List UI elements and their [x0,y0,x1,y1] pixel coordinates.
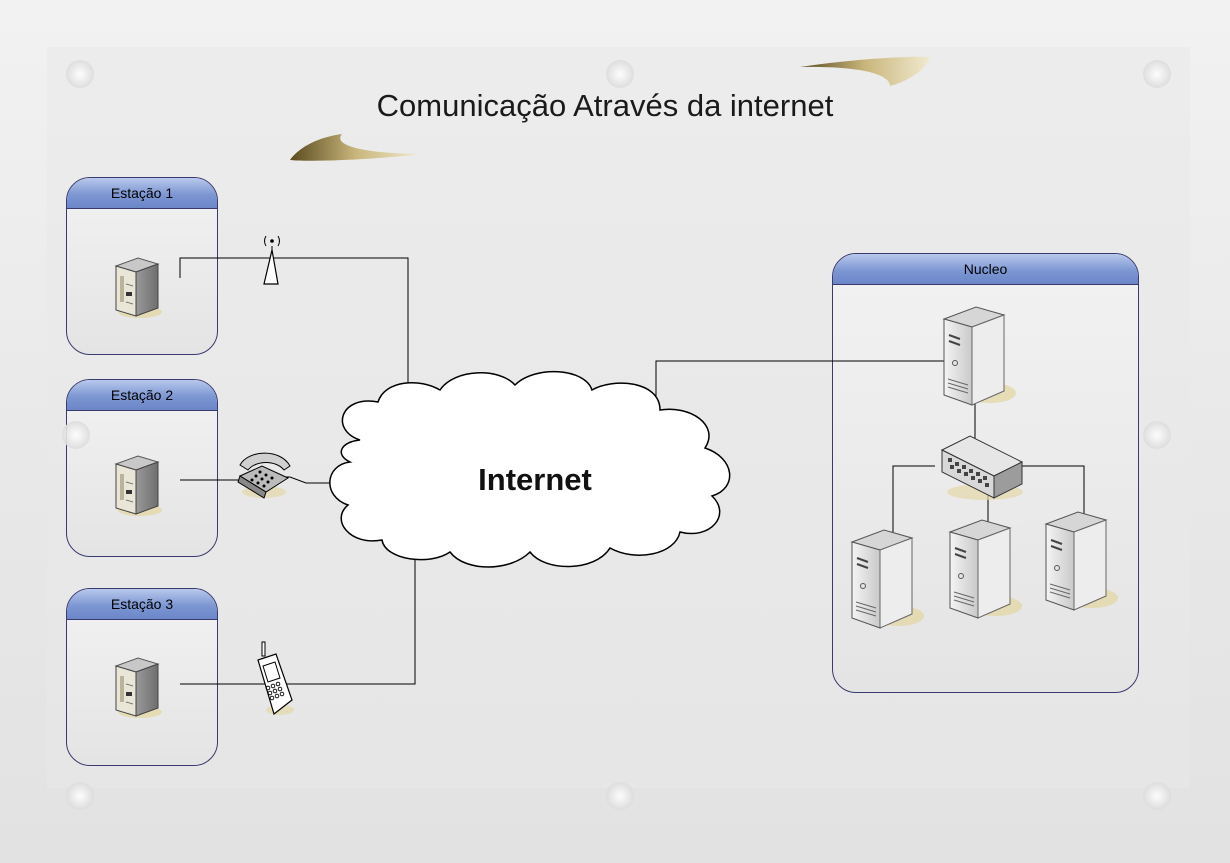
internet-cloud-label: Internet [478,462,592,497]
server-icon [1045,511,1119,611]
internet-cloud [329,370,731,568]
line-estacao3-internet [180,560,416,685]
decorative-dots [62,60,1171,810]
telephone-icon [237,452,291,499]
network-switch-icon [940,435,1024,500]
server-icon [115,455,163,517]
line-switch-left [892,465,935,545]
station-2-label: Estação 2 [67,380,217,411]
station-3-label: Estação 3 [67,589,217,620]
mobile-phone-icon [257,641,294,716]
server-icon [851,529,925,629]
server-icon [949,519,1023,619]
line-estacao1-internet [179,257,409,408]
server-icon [115,257,163,319]
core-server-icon [943,306,1017,406]
line-switch-right [1020,465,1085,520]
station-1-label: Estação 1 [67,178,217,209]
core-label: Nucleo [833,254,1138,285]
diagram-title: Comunicação Através da internet [376,88,834,123]
server-icon [115,657,163,719]
wireless-antenna-icon [263,235,280,285]
gold-swoosh-top [800,56,930,86]
line-internet-nucleo [655,360,982,414]
gold-swoosh-bottom [290,134,422,161]
